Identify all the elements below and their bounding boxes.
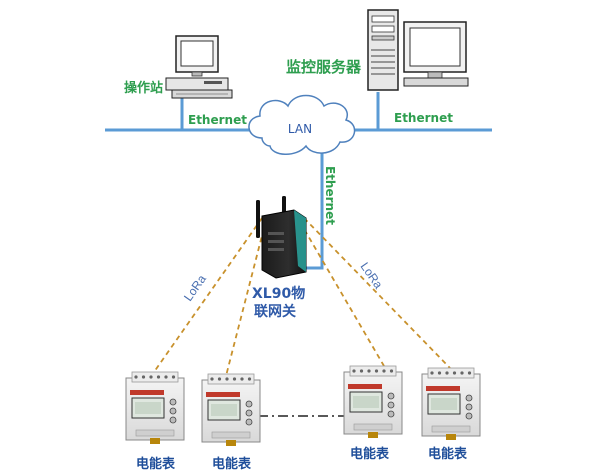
gateway-label-line1: XL90物 xyxy=(252,285,305,302)
ethernet-label-right: Ethernet xyxy=(394,111,453,125)
energy-meter-icon xyxy=(343,365,403,438)
energy-meter-icon xyxy=(421,367,481,440)
meter-label-4: 电能表 xyxy=(428,446,468,462)
operator-station-pc-icon xyxy=(165,35,233,99)
meter-label-1: 电能表 xyxy=(136,456,176,472)
meter-label-3: 电能表 xyxy=(350,446,390,462)
ethernet-label-left: Ethernet xyxy=(188,113,247,127)
energy-meter-icon xyxy=(125,371,185,444)
lan-backbone xyxy=(105,92,492,270)
operator-station-label: 操作站 xyxy=(124,80,163,96)
meter-label-2: 电能表 xyxy=(212,456,252,472)
lan-label: LAN xyxy=(288,122,312,136)
meter-group xyxy=(125,365,481,446)
gateway-label-line2: 联网关 xyxy=(254,303,296,320)
monitor-server-label: 监控服务器 xyxy=(286,58,362,76)
monitor-server-icon xyxy=(367,9,469,91)
lora-label-right: LoRa xyxy=(358,260,386,292)
energy-meter-icon xyxy=(201,373,261,446)
lan-cloud-icon xyxy=(248,94,356,155)
ethernet-label-vertical: Ethernet xyxy=(323,166,337,225)
lora-links xyxy=(153,217,451,377)
gateway-ethernet-link xyxy=(303,152,324,270)
gateway-device-icon xyxy=(256,196,307,279)
